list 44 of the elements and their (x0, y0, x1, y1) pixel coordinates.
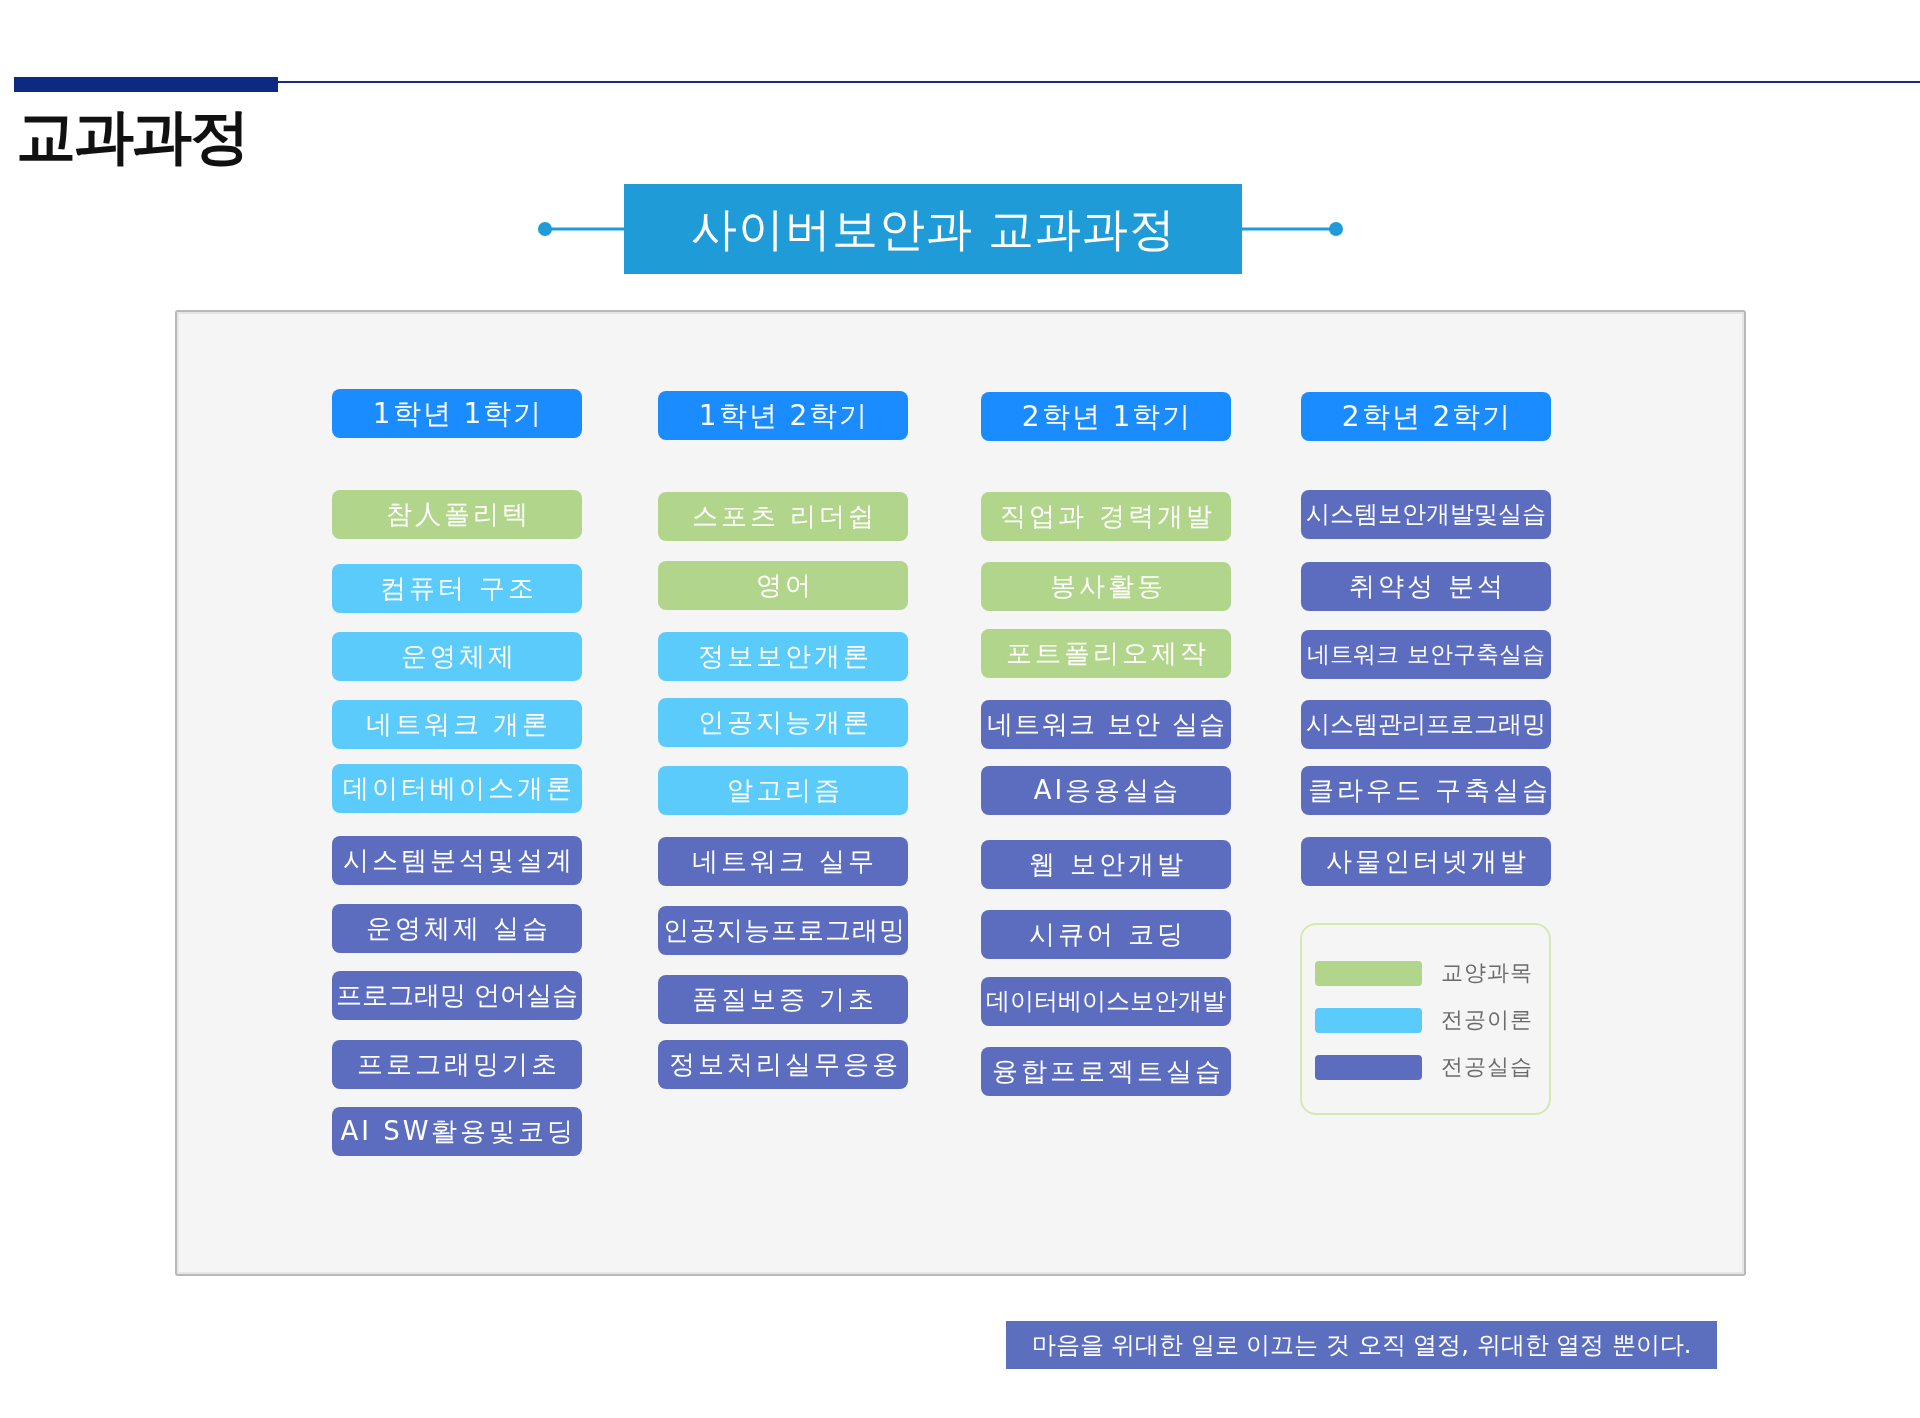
course-box: 스포츠 리더쉽 (658, 492, 908, 541)
course-box: 융합프로젝트실습 (981, 1047, 1231, 1096)
course-box: 사물인터넷개발 (1301, 837, 1551, 886)
course-box: 운영체제 (332, 632, 582, 681)
course-box: 시스템분석및설계 (332, 836, 582, 885)
course-box: 참人폴리텍 (332, 490, 582, 539)
course-box: 네트워크 실무 (658, 837, 908, 886)
legend-label: 교양과목 (1441, 959, 1533, 987)
title-banner: 사이버보안과 교과과정 (624, 184, 1242, 274)
course-box: 정보보안개론 (658, 632, 908, 681)
semester-header: 2학년 2학기 (1301, 392, 1551, 441)
semester-header: 2학년 1학기 (981, 392, 1231, 441)
course-box: 품질보증 기초 (658, 975, 908, 1024)
legend-label: 전공실습 (1441, 1053, 1533, 1081)
course-box: 컴퓨터 구조 (332, 564, 582, 613)
course-box: 정보처리실무응용 (658, 1040, 908, 1089)
course-box: 직업과 경력개발 (981, 492, 1231, 541)
course-box: AI응용실습 (981, 766, 1231, 815)
course-box: 네트워크 보안구축실습 (1301, 630, 1551, 679)
quote-banner: 마음을 위대한 일로 이끄는 것 오직 열정, 위대한 열정 뿐이다. (1006, 1321, 1717, 1369)
course-box: 네트워크 보안 실습 (981, 700, 1231, 749)
course-box: 영어 (658, 561, 908, 610)
course-box: 웹 보안개발 (981, 840, 1231, 889)
semester-header: 1학년 2학기 (658, 391, 908, 440)
course-box: 취약성 분석 (1301, 562, 1551, 611)
course-box: 시큐어 코딩 (981, 910, 1231, 959)
course-box: 시스템보안개발및실습 (1301, 490, 1551, 539)
course-box: 데이터베이스보안개발 (981, 977, 1231, 1026)
course-box: 알고리즘 (658, 766, 908, 815)
page-heading: 교과과정 (16, 100, 248, 173)
semester-header: 1학년 1학기 (332, 389, 582, 438)
course-box: 운영체제 실습 (332, 904, 582, 953)
course-box: 인공지능개론 (658, 698, 908, 747)
course-box: AI SW활용및코딩 (332, 1107, 582, 1156)
course-box: 인공지능프로그래밍 (658, 906, 908, 955)
course-box: 클라우드 구축실습 (1301, 766, 1551, 815)
course-box: 봉사활동 (981, 562, 1231, 611)
course-box: 네트워크 개론 (332, 700, 582, 749)
course-box: 프로그래밍기초 (332, 1040, 582, 1089)
course-box: 시스템관리프로그래밍 (1301, 700, 1551, 749)
course-box: 포트폴리오제작 (981, 629, 1231, 678)
course-box: 프로그래밍 언어실습 (332, 971, 582, 1020)
legend-label: 전공이론 (1441, 1006, 1533, 1034)
course-box: 데이터베이스개론 (332, 764, 582, 813)
